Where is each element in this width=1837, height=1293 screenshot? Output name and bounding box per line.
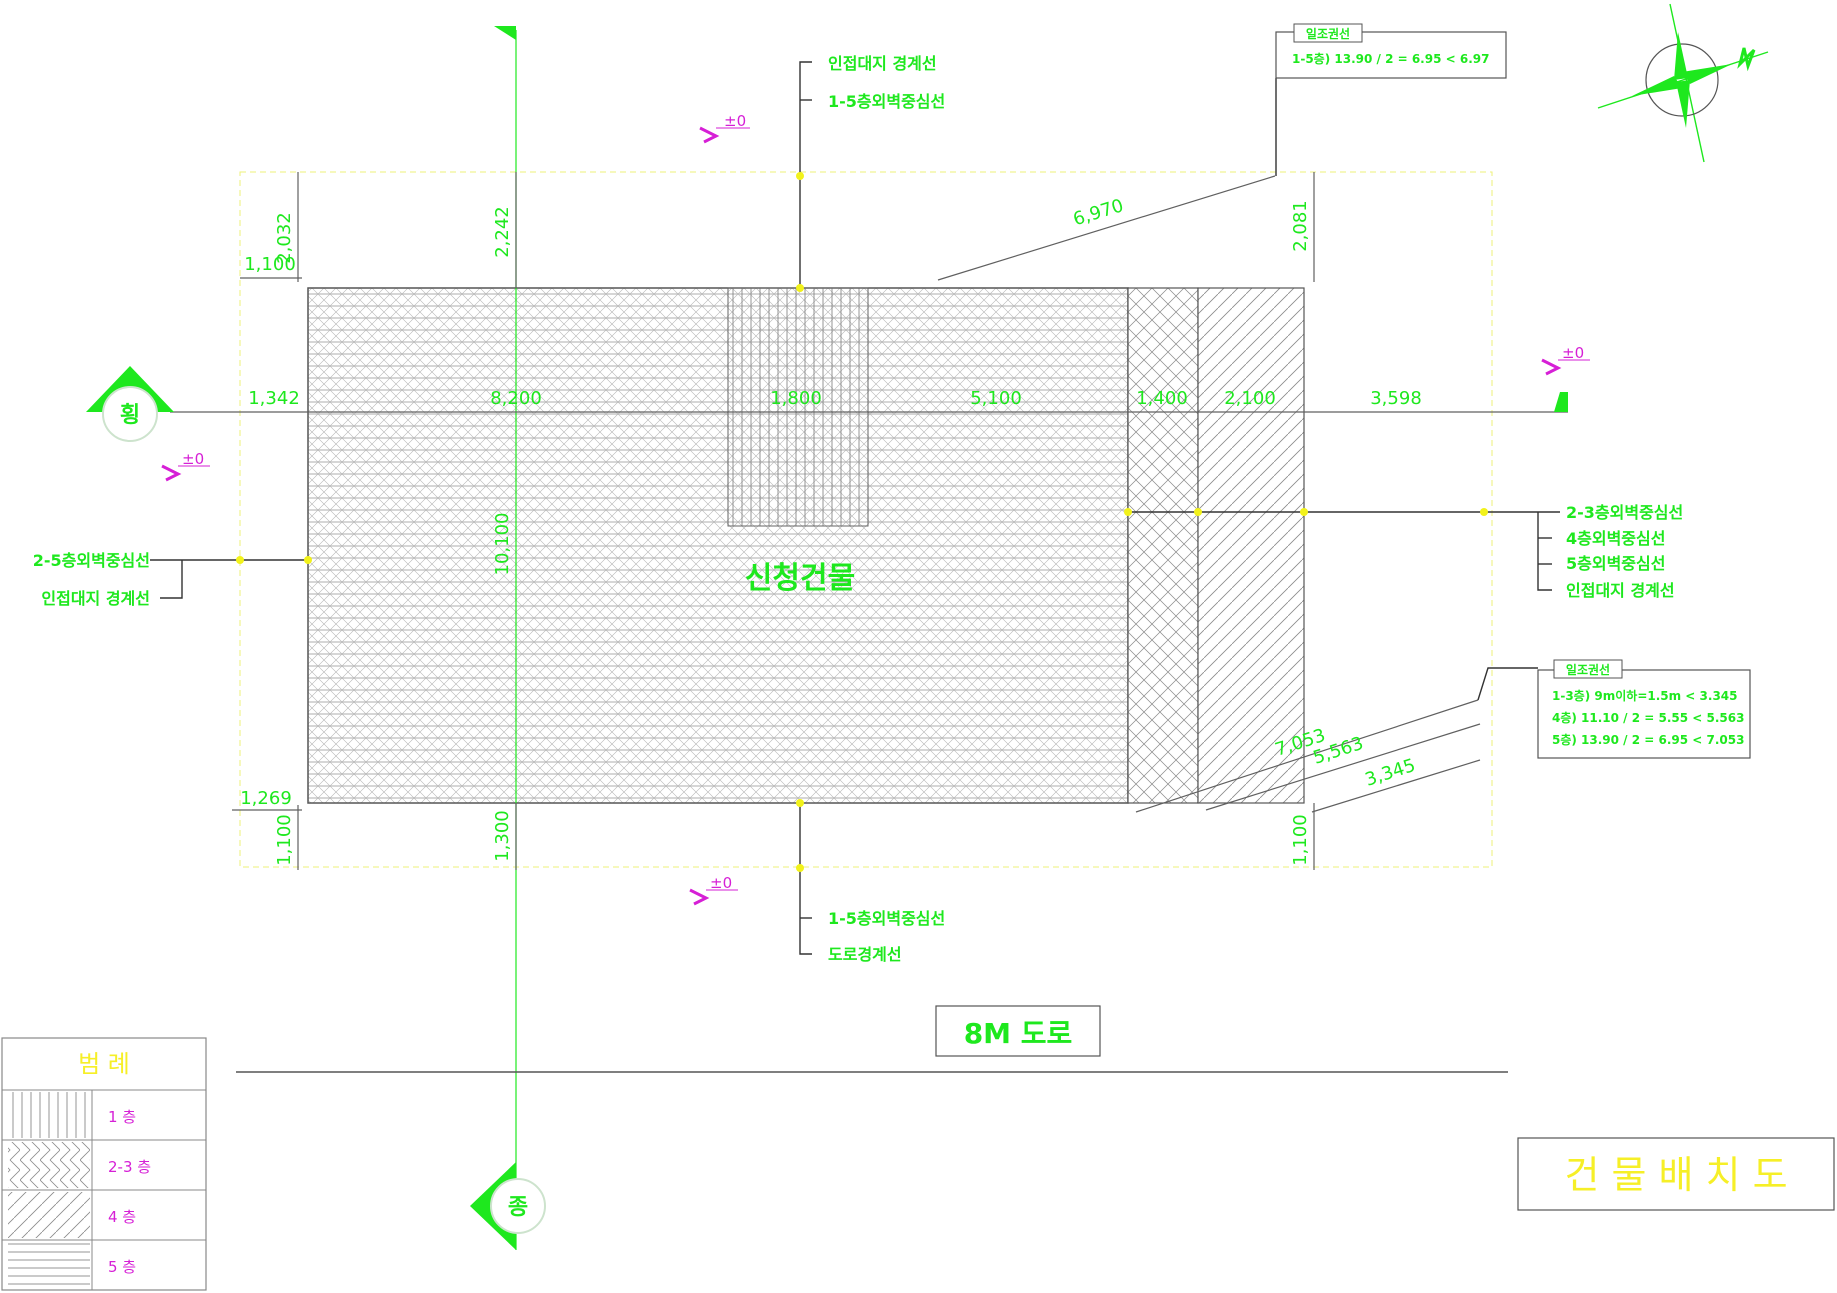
right-label-3: 5층외벽중심선 <box>1566 554 1665 573</box>
level-mark-bottom: ±0 <box>689 874 738 906</box>
dim-h-3: 1,800 <box>770 388 822 409</box>
legend-swatch-2 <box>8 1142 90 1188</box>
leader-left-dot <box>236 556 244 564</box>
leader-top-dot <box>796 172 804 180</box>
left-label-1: 2-5층외벽중심선 <box>33 551 150 570</box>
right-label-2: 4층외벽중심선 <box>1566 529 1665 548</box>
note-right: 일조권선 1-3층) 9m이하=1.5m < 3.345 4층) 11.10 /… <box>1477 659 1751 759</box>
legend-item-4: 5 층 <box>108 1258 136 1276</box>
dim-line-diag-3 <box>1311 759 1481 813</box>
level-mark-top-label: ±0 <box>724 112 746 130</box>
level-mark-left-label: ±0 <box>182 450 204 468</box>
note-right-title: 일조권선 <box>1566 662 1610 677</box>
road-label-box <box>935 1005 1101 1057</box>
section-marker-horizontal-label: 횡 <box>120 403 140 428</box>
bottom-label-1: 1-5층외벽중심선 <box>828 909 945 928</box>
leader-bottom-dot-2 <box>796 864 804 872</box>
legend-title: 범 례 <box>78 1050 130 1078</box>
building-floor4-area <box>1197 287 1305 804</box>
level-mark-right: ±0 <box>1541 344 1590 376</box>
dim-bottom-1: 1,269 <box>240 788 292 809</box>
note-top-title: 일조권선 <box>1306 26 1350 41</box>
dim-h-4: 5,100 <box>970 388 1022 409</box>
note-top-line-1: 1-5층) 13.90 / 2 = 6.95 < 6.97 <box>1292 51 1489 66</box>
section-marker-longitudinal: 종 <box>470 1162 546 1250</box>
leader-bottom <box>799 803 812 955</box>
leader-bottom-dot <box>796 799 804 807</box>
leader-right-dot-2 <box>1194 508 1202 516</box>
axis-flag-top <box>494 26 516 40</box>
dim-top-1: 2,032 <box>274 212 295 264</box>
leader-top <box>799 61 812 288</box>
section-marker-longitudinal-label: 종 <box>508 1195 528 1220</box>
dim-bottom-4: 1,100 <box>1290 814 1311 866</box>
legend-item-3: 4 층 <box>108 1208 136 1226</box>
dim-h-5: 1,400 <box>1136 388 1188 409</box>
building-label: 신청건물 <box>745 561 855 596</box>
dim-top-2: 1,100 <box>244 254 296 275</box>
dim-top-3: 2,242 <box>492 206 513 258</box>
leader-left-dot-2 <box>304 556 312 564</box>
building-floor1-area <box>727 287 869 527</box>
level-mark-top: ±0 <box>699 112 750 144</box>
leader-right-dot-3 <box>1300 508 1308 516</box>
level-mark-bottom-label: ±0 <box>710 874 732 892</box>
north-arrow-icon <box>1597 3 1769 163</box>
dim-bottom-2: 1,100 <box>274 814 295 866</box>
drawing-title-box <box>1517 1137 1835 1211</box>
right-label-1: 2-3층외벽중심선 <box>1566 503 1683 522</box>
site-boundary-line <box>239 171 1493 868</box>
dim-line-diag-2 <box>1205 723 1481 811</box>
drawing-title: 건 물 배 치 도 <box>1564 1153 1787 1197</box>
note-right-line-1: 1-3층) 9m이하=1.5m < 3.345 <box>1552 688 1738 703</box>
road-label: 8M 도로 <box>964 1017 1073 1050</box>
legend-swatch-3 <box>8 1192 90 1238</box>
legend-swatch-1 <box>8 1092 90 1138</box>
dim-line-diagonal-top <box>937 175 1276 281</box>
dim-h-6: 2,100 <box>1224 388 1276 409</box>
leader-left-2 <box>160 560 183 599</box>
dim-bottom-3: 1,300 <box>492 810 513 862</box>
axis-flag-right <box>1554 392 1568 412</box>
top-label-2: 1-5층외벽중심선 <box>828 92 945 111</box>
building-floor5-area <box>307 287 1129 804</box>
legend: 범 례 1 층 2-3 층 4 층 5 층 <box>1 1037 207 1291</box>
left-label-2: 인접대지 경계선 <box>41 589 150 608</box>
legend-swatch-4 <box>8 1242 90 1288</box>
dim-h-7: 3,598 <box>1370 388 1422 409</box>
note-right-line-3: 5층) 13.90 / 2 = 6.95 < 7.053 <box>1552 732 1744 747</box>
dim-h-1: 1,342 <box>248 388 300 409</box>
level-mark-right-label: ±0 <box>1562 344 1584 362</box>
section-marker-horizontal: 횡 <box>86 366 174 442</box>
right-label-4: 인접대지 경계선 <box>1566 581 1675 600</box>
dim-diag-right-3: 3,345 <box>1363 755 1418 791</box>
building-footprint <box>307 287 1305 804</box>
leader-right-2 <box>1537 512 1552 591</box>
dim-horizontal-row: 1,342 8,200 1,800 5,100 1,400 2,100 3,59… <box>248 388 1422 409</box>
building-floor23-area <box>1127 287 1199 804</box>
dim-line-diag-1 <box>1135 699 1479 813</box>
leader-right-dot-4 <box>1480 508 1488 516</box>
dim-h-2: 8,200 <box>490 388 542 409</box>
dim-top-4: 2,081 <box>1290 200 1311 252</box>
level-mark-left: ±0 <box>161 450 210 482</box>
note-top: 일조권선 1-5층) 13.90 / 2 = 6.95 < 6.97 <box>1275 23 1507 176</box>
leader-top-dot-2 <box>796 284 804 292</box>
note-right-line-2: 4층) 11.10 / 2 = 5.55 < 5.563 <box>1552 710 1744 725</box>
dim-middle: 10,100 <box>492 513 513 576</box>
top-label-1: 인접대지 경계선 <box>828 54 937 73</box>
legend-item-1: 1 층 <box>108 1108 136 1126</box>
leader-right-dot-1 <box>1124 508 1132 516</box>
legend-item-2: 2-3 층 <box>108 1158 151 1176</box>
bottom-label-2: 도로경계선 <box>828 945 902 964</box>
